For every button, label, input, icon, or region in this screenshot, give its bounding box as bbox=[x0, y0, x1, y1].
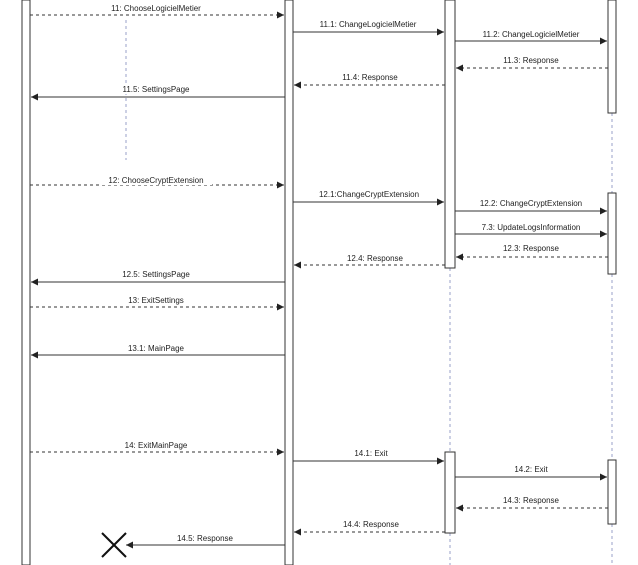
message-13-1: 13.1: MainPage bbox=[31, 343, 285, 359]
message-7-3-label: 7.3: UpdateLogsInformation bbox=[482, 223, 581, 232]
message-14-5-label: 14.5: Response bbox=[177, 534, 234, 543]
activation-model-2 bbox=[607, 192, 617, 275]
message-11-3-label: 11.3: Response bbox=[503, 56, 559, 65]
message-11-1-label: 11.1: ChangeLogicielMetier bbox=[320, 20, 417, 29]
message-12-2-label: 12.2: ChangeCryptExtension bbox=[480, 199, 582, 208]
message-12-1: 12.1:ChangeCryptExtension bbox=[293, 189, 444, 206]
message-14-4: 14.4: Response bbox=[294, 519, 445, 536]
activation-controller-1 bbox=[444, 0, 456, 269]
message-12-1-label: 12.1:ChangeCryptExtension bbox=[319, 190, 419, 199]
message-11-4-label: 11.4: Response bbox=[342, 73, 398, 82]
message-7-3: 7.3: UpdateLogsInformation bbox=[455, 222, 607, 238]
message-12-4-label: 12.4: Response bbox=[347, 254, 404, 263]
message-14-3: 14.3: Response bbox=[456, 495, 608, 512]
message-12-5: 12.5: SettingsPage bbox=[31, 269, 285, 286]
message-11-1: 11.1: ChangeLogicielMetier bbox=[293, 19, 444, 36]
message-14-2-label: 14.2: Exit bbox=[514, 465, 548, 474]
message-13-1-label: 13.1: MainPage bbox=[128, 344, 185, 353]
message-14-1: 14.1: Exit bbox=[293, 448, 444, 465]
activation-controller-2 bbox=[444, 451, 456, 534]
activation-model-1 bbox=[607, 0, 617, 114]
message-14-5: 14.5: Response bbox=[126, 533, 285, 549]
message-12-3: 12.3: Response bbox=[456, 243, 608, 261]
lifeline-user bbox=[21, 0, 31, 565]
message-12-4: 12.4: Response bbox=[294, 253, 445, 269]
message-11-2-label: 11.2: ChangeLogicielMetier bbox=[483, 30, 580, 39]
message-14-4-label: 14.4: Response bbox=[343, 520, 400, 529]
message-13: 13: ExitSettings bbox=[30, 295, 284, 311]
message-12: 12: ChooseCryptExtension bbox=[30, 175, 284, 189]
message-12-3-label: 12.3: Response bbox=[503, 244, 560, 253]
message-11-2: 11.2: ChangeLogicielMetier bbox=[455, 29, 607, 45]
message-14-label: 14: ExitMainPage bbox=[125, 441, 188, 450]
message-12-5-label: 12.5: SettingsPage bbox=[122, 270, 190, 279]
message-14: 14: ExitMainPage bbox=[30, 440, 284, 456]
message-14-1-label: 14.1: Exit bbox=[354, 449, 388, 458]
destroy-x-icon bbox=[101, 532, 127, 558]
message-11: 11: ChooseLogicielMetier bbox=[30, 3, 284, 19]
message-12-label: 12: ChooseCryptExtension bbox=[108, 176, 203, 185]
message-11-4: 11.4: Response bbox=[294, 72, 445, 89]
message-14-3-label: 14.3: Response bbox=[503, 496, 560, 505]
message-11-3: 11.3: Response bbox=[456, 55, 608, 72]
message-14-2: 14.2: Exit bbox=[455, 464, 607, 481]
message-11-5-label: 11.5: SettingsPage bbox=[122, 85, 190, 94]
message-11-5: 11.5: SettingsPage bbox=[31, 84, 285, 101]
message-11-label: 11: ChooseLogicielMetier bbox=[111, 4, 201, 13]
lifeline-view bbox=[284, 0, 294, 565]
message-12-2: 12.2: ChangeCryptExtension bbox=[455, 198, 607, 215]
activation-model-3 bbox=[607, 459, 617, 525]
message-13-label: 13: ExitSettings bbox=[128, 296, 184, 305]
